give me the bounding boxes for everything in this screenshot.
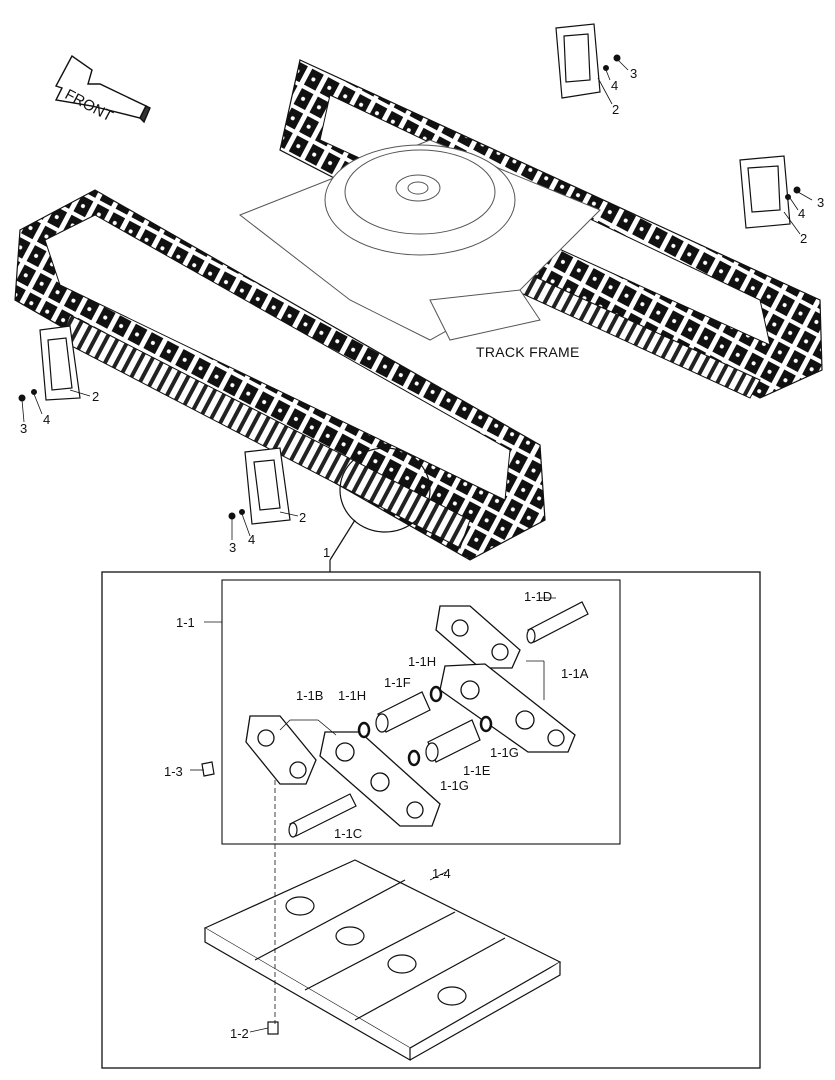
callout-1-1g-a: 1-1G: [490, 745, 519, 760]
pin-bushing-icon: [288, 601, 589, 838]
detail-leaders: [190, 597, 556, 1033]
callout-4-d: 4: [248, 532, 256, 547]
leader-lines: [21, 59, 813, 540]
track-shoe-icon: [203, 859, 562, 1062]
callout-1: 1: [323, 545, 331, 560]
callout-3-b: 3: [817, 195, 825, 210]
callout-1-1a: 1-1A: [561, 666, 589, 681]
callout-4-a: 4: [611, 78, 619, 93]
track-guard-icon: [39, 23, 791, 525]
callout-1-1g-b: 1-1G: [440, 778, 469, 793]
detail-inner-frame: [221, 579, 621, 845]
track-frame-title: TRACK FRAME: [476, 344, 580, 360]
callout-1-3: 1-3: [164, 764, 183, 779]
callout-1-1h-a: 1-1H: [408, 654, 437, 669]
callout-1-1f: 1-1F: [384, 675, 411, 690]
left-track-assembly: [14, 189, 546, 561]
callout-1-1b: 1-1B: [296, 688, 324, 703]
callout-3-a: 3: [630, 66, 638, 81]
callout-4-c: 4: [43, 412, 51, 427]
front-arrow-icon: [54, 54, 151, 124]
shoe-bolt-icon: [267, 1021, 279, 1035]
callout-1-1: 1-1: [176, 615, 195, 630]
callout-3-d: 3: [229, 540, 237, 555]
callout-1-1e: 1-1E: [463, 763, 491, 778]
callout-1-1c: 1-1C: [334, 826, 363, 841]
callout-1-2: 1-2: [230, 1026, 249, 1041]
nut-icon: [201, 761, 215, 777]
callout-1-4: 1-4: [432, 866, 451, 881]
callout-2-c: 2: [92, 389, 100, 404]
callout-2-d: 2: [299, 510, 307, 525]
track-link-icon: [245, 605, 576, 827]
callout-4-b: 4: [798, 206, 806, 221]
callout-2-b: 2: [800, 231, 808, 246]
callout-3-c: 3: [20, 421, 28, 436]
detail-callout-circle: [329, 447, 431, 572]
callout-2-a: 2: [612, 102, 620, 117]
detail-outer-frame: [101, 571, 761, 1069]
bolt-icon: [18, 54, 801, 520]
seal-ring-icon: [357, 685, 493, 767]
callout-1-1h-b: 1-1H: [338, 688, 367, 703]
track-frame-body: [238, 139, 601, 341]
callout-1-1d: 1-1D: [524, 589, 553, 604]
